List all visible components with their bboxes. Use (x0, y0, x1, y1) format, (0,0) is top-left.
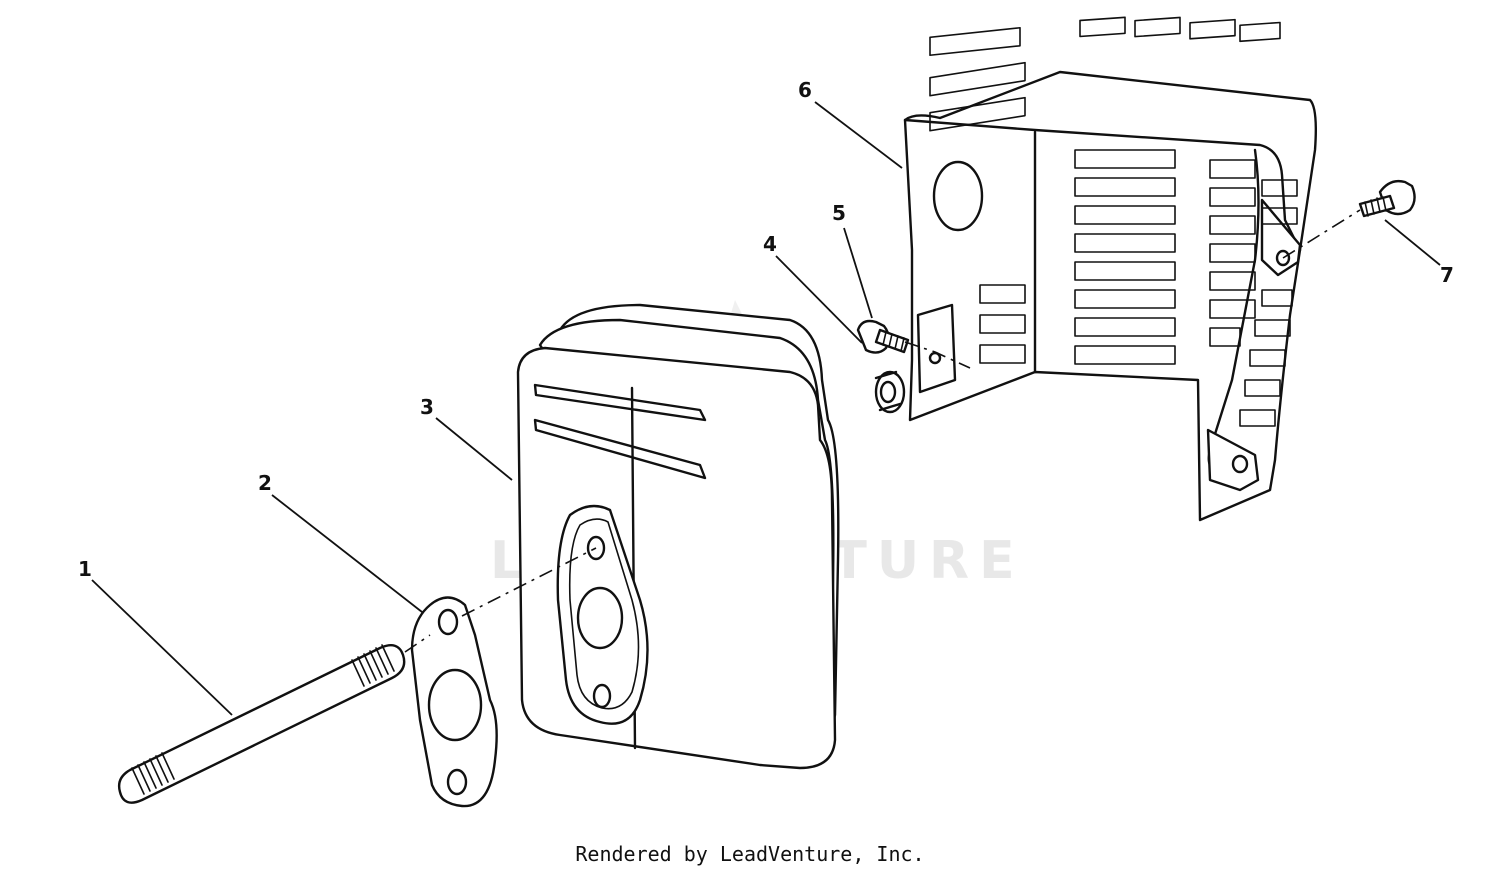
part-muffler (516, 303, 840, 770)
part-gasket (410, 596, 498, 808)
callout-3: 3 (420, 395, 434, 419)
assembly-axes (404, 209, 1361, 653)
callout-6: 6 (798, 78, 812, 102)
callout-1: 1 (78, 557, 92, 581)
callout-4: 4 (763, 232, 777, 256)
part-stud (117, 644, 406, 804)
part-screw (1358, 179, 1416, 218)
callout-leaders (91, 101, 1441, 716)
callout-2: 2 (258, 471, 272, 495)
callout-7: 7 (1440, 263, 1454, 287)
part-washer (874, 370, 906, 414)
part-heat-shield (903, 16, 1318, 522)
footer-credit: Rendered by LeadVenture, Inc. (575, 842, 925, 866)
callout-5: 5 (832, 201, 846, 225)
part-screw-small (856, 319, 910, 354)
